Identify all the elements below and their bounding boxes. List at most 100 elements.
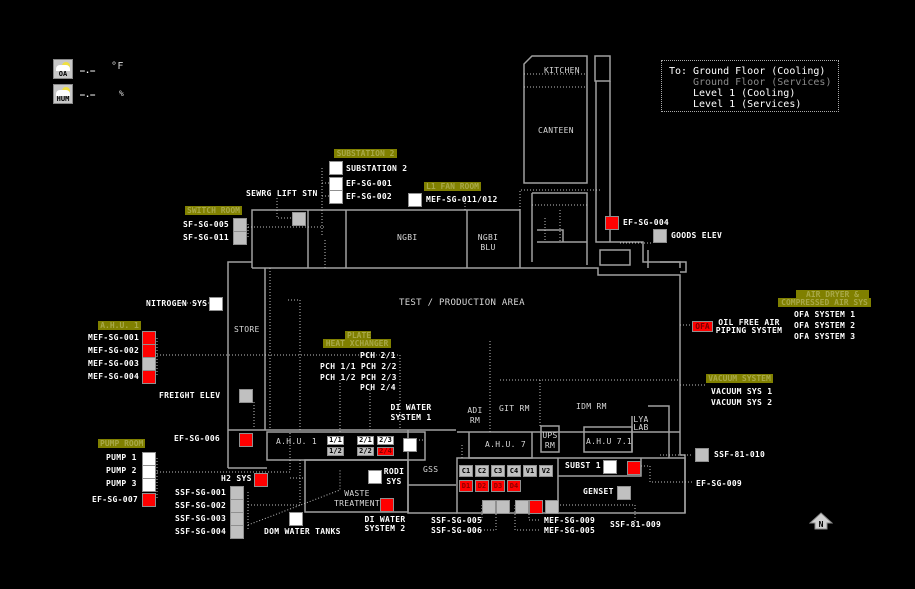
valve-v2[interactable]: V2 [539,465,553,477]
valve-v1[interactable]: V1 [523,465,537,477]
label-sewrg-lift-stn: SEWRG LIFT STN [246,189,318,198]
ssf-sg-005-status[interactable] [482,500,496,514]
room-kitchen: KITCHEN [544,66,580,75]
ahu1-unit-1-2[interactable]: 1/2 [327,447,344,456]
unit-d2[interactable]: D2 [475,480,489,492]
menu-ground-floor-services[interactable]: Ground Floor (Services) [693,77,832,88]
room-idm-rm: IDM RM [576,402,607,411]
ahu1-unit-2-4[interactable]: 2/4 [377,447,394,456]
ssf-81-010-label: SSF-81-010 [714,450,766,459]
ef-sg-006-status[interactable] [239,433,253,447]
h2-sys-status[interactable] [254,473,268,487]
room-ngbi-blu-line2: BLU [480,243,496,252]
sf-sg-005-label: SF-SG-005 [183,220,230,229]
ssf-81-010-status[interactable] [695,448,709,462]
hum-unit: % [119,89,125,98]
header-substation-2: SUBSTATION 2 [334,149,397,158]
mef-sg-009-status[interactable] [529,500,543,514]
ssf-sg-001-status[interactable] [230,486,244,500]
unit-d1[interactable]: D1 [459,480,473,492]
mef-sg-004-status[interactable] [142,370,156,384]
di-water-1-status[interactable] [403,438,417,452]
genset-label: GENSET [583,487,614,496]
ef-sg-009-label: EF-SG-009 [696,479,743,488]
menu-ground-floor-cooling[interactable]: Ground Floor (Cooling) [693,66,826,77]
mef-sg-005-status[interactable] [515,500,529,514]
mef-sg-002-label: MEF-SG-002 [88,346,140,355]
menu-level1-services[interactable]: Level 1 (Services) [693,99,802,110]
rodi-sys-status[interactable] [368,470,382,484]
ssf-sg-004-status[interactable] [230,525,244,539]
substation-2-status[interactable] [329,161,343,175]
rodi-line2: SYS [386,477,402,486]
adi-line1: ADI [467,406,483,415]
room-ahu7: A.H.U. 7 [485,440,526,449]
pump-3-status[interactable] [142,478,156,492]
subst-1-alarm-status[interactable] [627,461,641,475]
sewrg-lift-status[interactable] [292,212,306,226]
substation-2-label: SUBSTATION 2 [346,164,408,173]
north-label: N [819,520,824,529]
subst-1-status[interactable] [603,460,617,474]
ssf-sg-006-label: SSF-SG-006 [431,526,483,535]
freight-elev-status[interactable] [239,389,253,403]
ef-sg-001-status[interactable] [329,177,343,191]
ssf-81-009-status[interactable] [545,500,559,514]
chiller-c3[interactable]: C3 [491,465,505,477]
vacuum-sys-2[interactable]: VACUUM SYS 2 [711,398,773,407]
ssf-sg-003-status[interactable] [230,512,244,526]
ups-line1: UPS [542,431,558,440]
ssf-sg-006-status[interactable] [496,500,510,514]
humidity-icon[interactable]: HUM [53,84,73,104]
ef-sg-007-status[interactable] [142,493,156,507]
pump-1-status[interactable] [142,452,156,466]
ofa-system-3[interactable]: OFA SYSTEM 3 [794,332,856,341]
mef-sg-001-status[interactable] [142,331,156,345]
goods-elev-label: GOODS ELEV [671,231,723,240]
goods-elev-status[interactable] [653,229,667,243]
ef-sg-004-status[interactable] [605,216,619,230]
sf-sg-011-status[interactable] [233,231,247,245]
sf-sg-005-status[interactable] [233,218,247,232]
ahu1-unit-2-1[interactable]: 2/1 [357,436,374,445]
ofa-line2: PIPING SYSTEM [715,326,783,335]
menu-level1-cooling[interactable]: Level 1 (Cooling) [693,88,796,99]
chiller-c4[interactable]: C4 [507,465,521,477]
dom-water-tanks-status[interactable] [289,512,303,526]
waste-line1: WASTE [344,489,370,498]
ofa-status[interactable]: OFA [692,321,713,332]
di1-line2: SYSTEM 1 [390,413,432,422]
mef-sg-002-status[interactable] [142,344,156,358]
ahu1-unit-2-2[interactable]: 2/2 [357,447,374,456]
outside-air-icon[interactable]: OA [53,59,73,79]
mef-sg-003-status[interactable] [142,357,156,371]
ahu1-unit-2-3[interactable]: 2/3 [377,436,394,445]
ef-sg-002-label: EF-SG-002 [346,192,393,201]
mef-sg-011-012-status[interactable] [408,193,422,207]
vacuum-sys-1[interactable]: VACUUM SYS 1 [711,387,773,396]
ahu1-unit-1-1[interactable]: 1/1 [327,436,344,445]
ofa-system-2[interactable]: OFA SYSTEM 2 [794,321,856,330]
header-pump-room: PUMP ROOM [98,439,145,448]
ofa-system-1[interactable]: OFA SYSTEM 1 [794,310,856,319]
header-switch-room: SWITCH ROOM [185,206,242,215]
di1-line1: DI WATER [390,403,432,412]
ef-sg-002-status[interactable] [329,190,343,204]
chiller-c1[interactable]: C1 [459,465,473,477]
pump-2-label: PUMP 2 [106,466,137,475]
chiller-c2[interactable]: C2 [475,465,489,477]
unit-d4[interactable]: D4 [507,480,521,492]
room-gss: GSS [423,465,439,474]
nitrogen-sys-status[interactable] [209,297,223,311]
ups-line2: RM [544,441,556,450]
freight-elev-label: FREIGHT ELEV [159,391,221,400]
pump-2-status[interactable] [142,465,156,479]
unit-d3[interactable]: D3 [491,480,505,492]
di-water-2-status[interactable] [380,498,394,512]
lya-line1: LYA [633,415,649,424]
ssf-sg-002-status[interactable] [230,499,244,513]
header-compressed-air: COMPRESSED AIR SYS [778,298,871,307]
genset-status[interactable] [617,486,631,500]
